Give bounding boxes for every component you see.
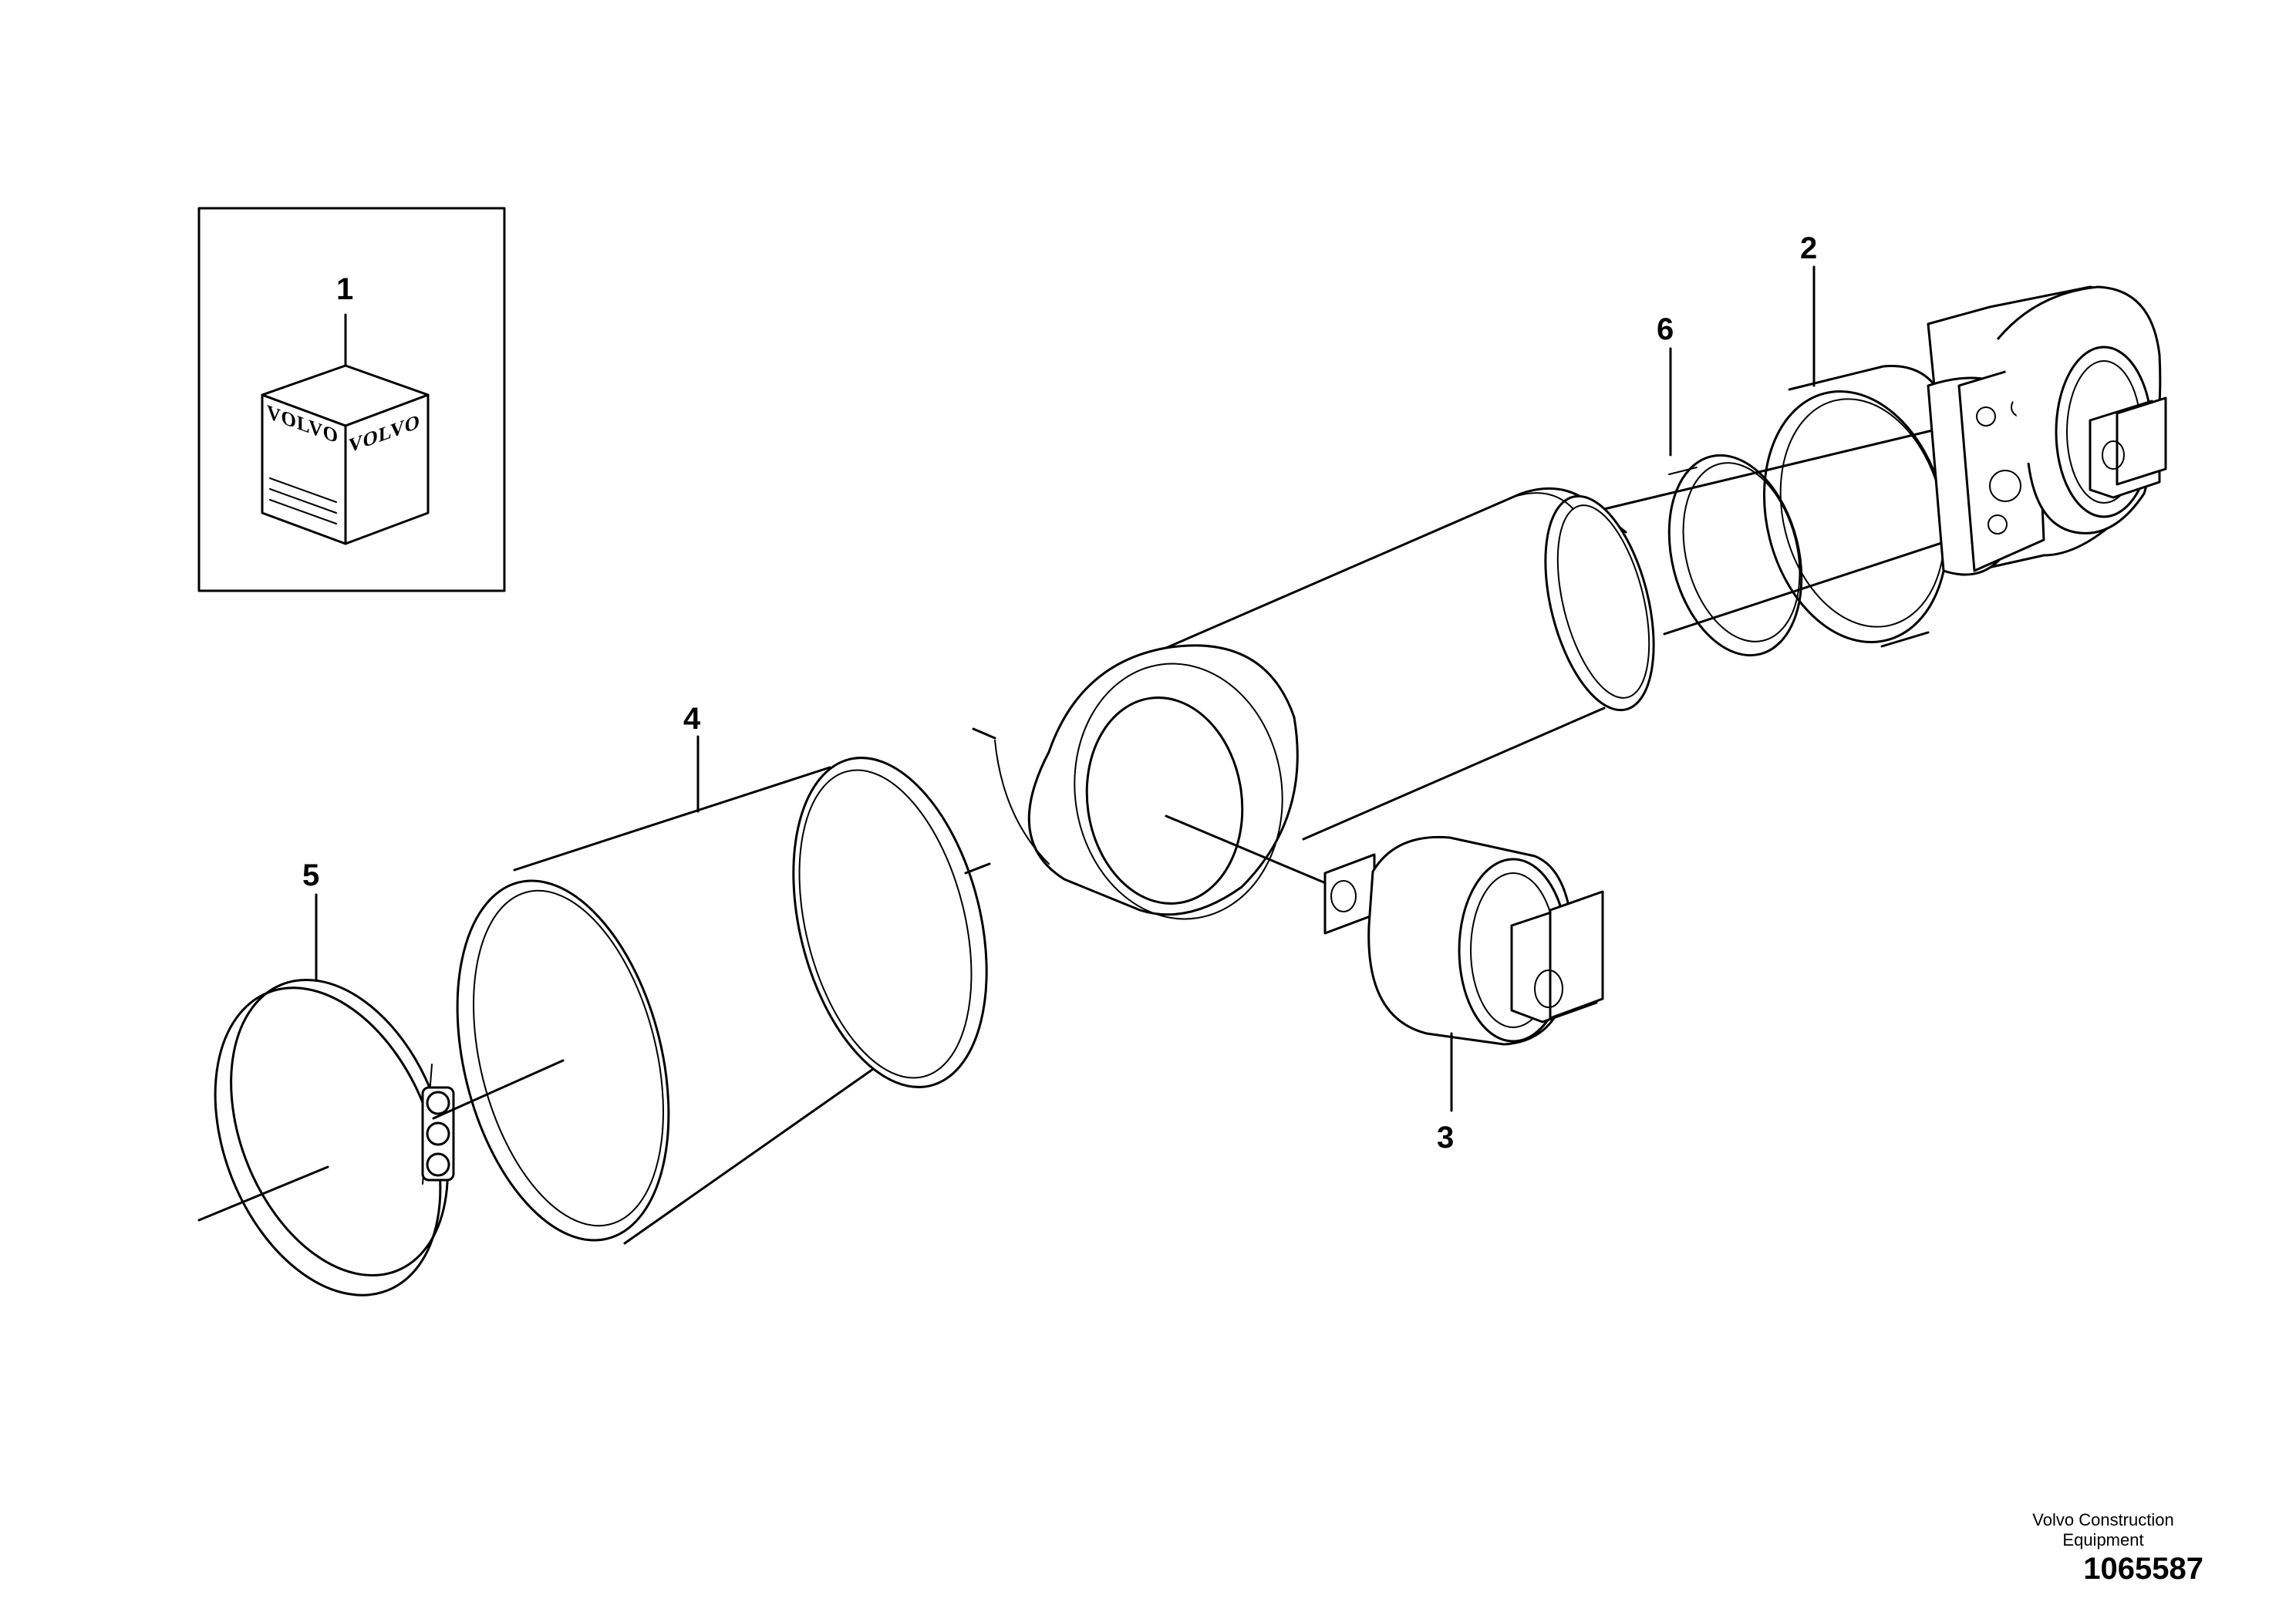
clamp-screw-icon [421, 1086, 455, 1182]
drawing-number: 1065587 [2083, 1552, 2203, 1586]
kit-inset: VOLVO VOLVO 1 [197, 207, 506, 592]
callout-2: 2 [1800, 231, 1817, 265]
credit-line-2: Equipment [2062, 1530, 2144, 1549]
spherical-bearing-3: 3 [1323, 835, 1604, 1155]
callout-1: 1 [336, 272, 353, 306]
axis-line-5 [197, 1165, 329, 1222]
axis-line-3 [1165, 814, 1333, 887]
credit-line-1: Volvo Construction [2032, 1510, 2174, 1529]
protective-sleeve-4: 4 [432, 702, 991, 1245]
callout-5: 5 [302, 858, 319, 892]
kit-frame [197, 207, 506, 592]
volvo-kit-box-icon: VOLVO VOLVO [261, 364, 430, 545]
piston-head-assembly [1927, 285, 2167, 576]
callout-6: 6 [1657, 312, 1674, 346]
hose-clamp-5: 5 [197, 858, 455, 1297]
callout-3: 3 [1437, 1121, 1454, 1155]
drawing-credit: Volvo Construction Equipment 1065587 [2003, 1510, 2203, 1587]
callout-4: 4 [683, 702, 701, 736]
wiper-ring-6: 6 [1657, 312, 1803, 657]
axis-line-4 [432, 1059, 565, 1120]
cylinder-body [972, 419, 1976, 920]
